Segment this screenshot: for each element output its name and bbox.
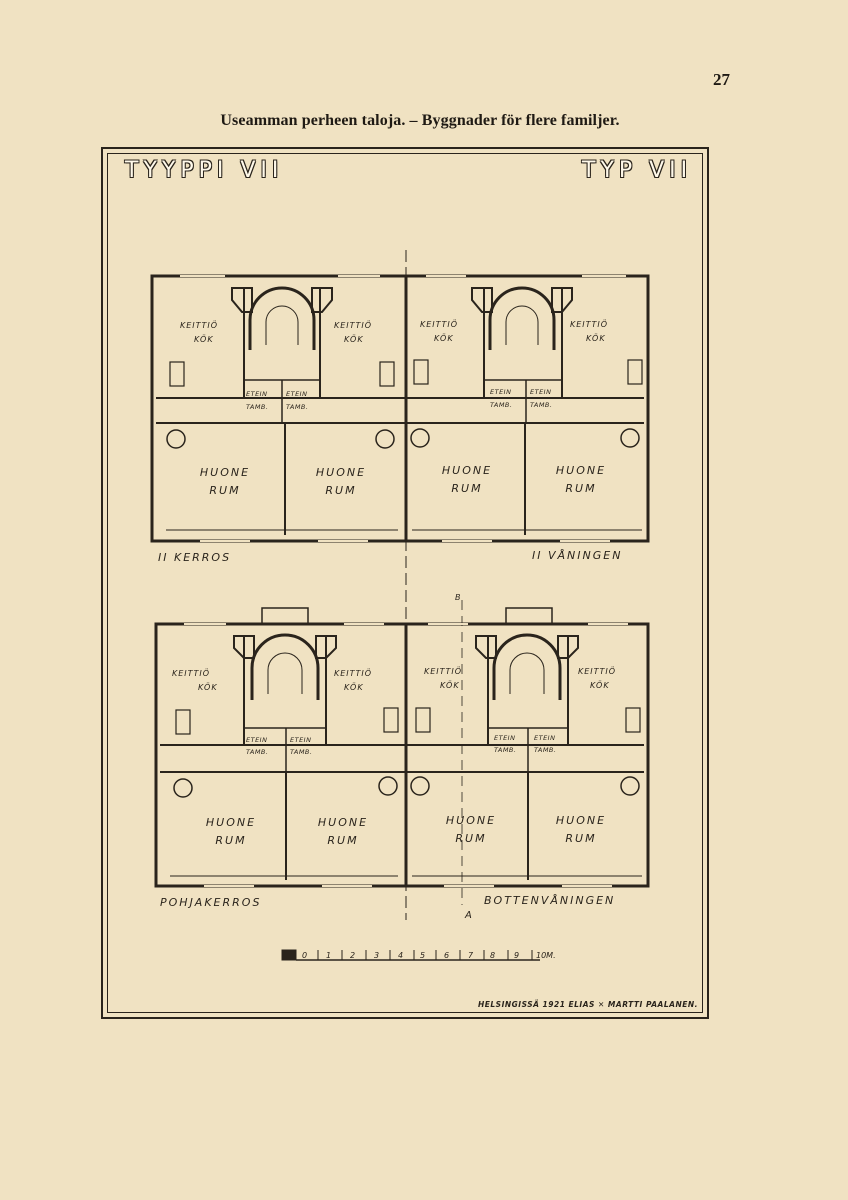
room-label-fi: HUONE	[199, 466, 251, 479]
scale-label: 5	[420, 951, 426, 960]
hall-label-sv: TAMB.	[490, 401, 513, 409]
scale-label: 0	[302, 951, 308, 960]
kitchen-label-fi: KEITTIÖ	[334, 321, 373, 330]
type-label-fi: TYYPPI VII	[125, 158, 284, 183]
page-title: Useamman perheen taloja. – Byggnader för…	[220, 112, 620, 129]
room-label-fi: HUONE	[317, 816, 369, 829]
scale-label: 10M.	[536, 951, 556, 960]
kitchen-label-sv: KÖK	[194, 335, 214, 344]
scale-bar	[281, 949, 540, 961]
kitchen-label-fi: KEITTIÖ	[424, 667, 463, 676]
hall-label-sv: TAMB.	[494, 746, 517, 754]
room-label-sv: RUM	[325, 484, 357, 497]
type-label-sv: TYP VII	[582, 158, 693, 183]
scale-label: 8	[490, 951, 496, 960]
room-label-fi: HUONE	[441, 464, 493, 477]
room-label-sv: RUM	[455, 832, 487, 845]
upper-floor-plan	[150, 274, 650, 543]
room-label-sv: RUM	[565, 482, 597, 495]
section-mark-a: A	[465, 910, 473, 921]
kitchen-label-sv: KÖK	[586, 334, 606, 343]
kitchen-label-fi: KEITTIÖ	[570, 320, 609, 329]
kitchen-label-sv: KÖK	[344, 335, 364, 344]
hall-label-sv: TAMB.	[246, 748, 269, 756]
kitchen-label-sv: KÖK	[434, 334, 454, 343]
hall-label-sv: TAMB.	[530, 401, 553, 409]
room-label-sv: RUM	[327, 834, 359, 847]
upper-floor-label-sv: II VÅNINGEN	[532, 549, 623, 562]
hall-label-fi: ETEIN	[534, 734, 556, 742]
scale-label: 4	[398, 951, 404, 960]
hall-label-sv: TAMB.	[290, 748, 313, 756]
ground-floor-label-sv: BOTTENVÅNINGEN	[484, 894, 616, 907]
room-label-fi: HUONE	[555, 464, 607, 477]
room-label-sv: RUM	[565, 832, 597, 845]
kitchen-label-fi: KEITTIÖ	[334, 669, 373, 678]
room-label-fi: HUONE	[205, 816, 257, 829]
hall-label-fi: ETEIN	[530, 388, 552, 396]
kitchen-label-fi: KEITTIÖ	[172, 669, 211, 678]
kitchen-label-sv: KÖK	[590, 681, 610, 690]
hall-label-fi: ETEIN	[286, 390, 308, 398]
ground-floor-label-fi: POHJAKERROS	[160, 896, 262, 909]
scale-label: 9	[514, 951, 520, 960]
plate-frame	[101, 147, 709, 1019]
room-label-fi: HUONE	[315, 466, 367, 479]
page-number: 27	[713, 70, 730, 89]
hall-label-sv: TAMB.	[534, 746, 557, 754]
kitchen-label-fi: KEITTIÖ	[180, 321, 219, 330]
scale-label: 6	[444, 951, 450, 960]
room-label-fi: HUONE	[555, 814, 607, 827]
hall-label-fi: ETEIN	[290, 736, 312, 744]
scale-label: 7	[468, 951, 474, 960]
kitchen-label-sv: KÖK	[344, 683, 364, 692]
scale-label: 1	[326, 951, 332, 960]
kitchen-label-sv: KÖK	[198, 683, 218, 692]
upper-floor-label-fi: II KERROS	[158, 551, 232, 564]
hall-label-sv: TAMB.	[286, 403, 309, 411]
scale-label: 2	[350, 951, 356, 960]
kitchen-label-sv: KÖK	[440, 681, 460, 690]
kitchen-label-fi: KEITTIÖ	[420, 320, 459, 329]
hall-label-fi: ETEIN	[490, 388, 512, 396]
hall-label-fi: ETEIN	[246, 390, 268, 398]
room-label-sv: RUM	[215, 834, 247, 847]
room-label-fi: HUONE	[445, 814, 497, 827]
hall-label-fi: ETEIN	[494, 734, 516, 742]
section-mark-b: B	[455, 593, 462, 602]
ground-floor-plan	[154, 607, 650, 888]
kitchen-label-fi: KEITTIÖ	[578, 667, 617, 676]
room-label-sv: RUM	[451, 482, 483, 495]
plate-credit: HELSINGISSÄ 1921 ELIAS ✕ MARTTI PAALANEN…	[478, 1000, 698, 1009]
room-label-sv: RUM	[209, 484, 241, 497]
scale-label: 3	[374, 951, 380, 960]
hall-label-fi: ETEIN	[246, 736, 268, 744]
hall-label-sv: TAMB.	[246, 403, 269, 411]
